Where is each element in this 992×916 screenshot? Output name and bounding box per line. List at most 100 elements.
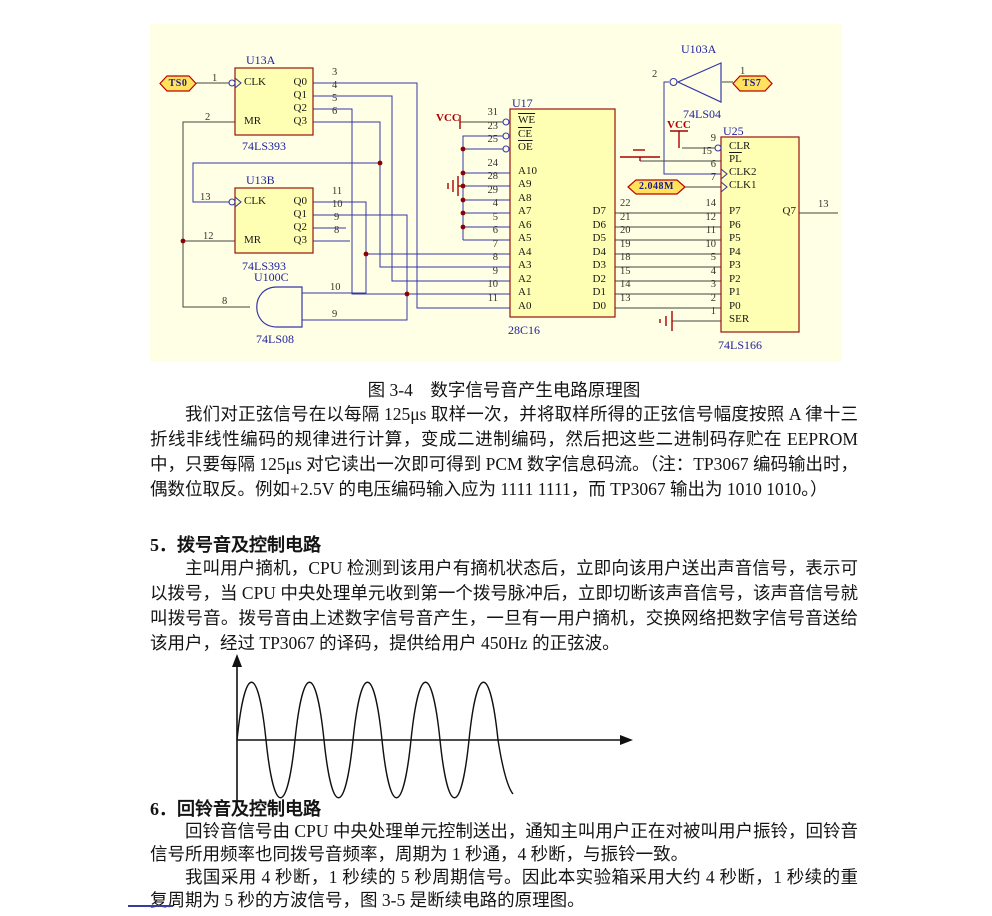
pin-number: 10 <box>332 199 343 210</box>
pin-number: 28 <box>487 171 499 182</box>
vcc-label-u17: VCC <box>436 112 460 124</box>
pin-label: A4 <box>518 246 532 258</box>
pin-label: CLK <box>244 76 266 88</box>
pin-number: 2 <box>205 112 211 123</box>
pin-label: D6 <box>592 219 606 231</box>
port-symbols <box>159 75 773 195</box>
u17-body <box>509 108 616 318</box>
pin-number: 1 <box>740 66 746 77</box>
junction-dots <box>180 146 466 297</box>
next-figure-edge-line <box>128 905 173 907</box>
ground-symbol-ser <box>659 311 673 331</box>
osc-port-shape <box>627 179 686 195</box>
pin-number: 11 <box>705 225 716 236</box>
clock-chevrons <box>234 77 728 208</box>
pin-number: 9 <box>332 309 338 320</box>
pin-label: Q1 <box>293 89 307 101</box>
pin-label: D3 <box>592 259 606 271</box>
pin-number: 23 <box>487 121 499 132</box>
ground-symbol-u17 <box>447 176 463 196</box>
pin-label: D1 <box>592 286 606 298</box>
pin-number: 20 <box>620 225 631 236</box>
pin-number: 14 <box>620 279 631 290</box>
pin-number: 2 <box>710 293 716 304</box>
pin-number: 8 <box>492 252 498 263</box>
pin-number: 21 <box>620 212 631 223</box>
signal-wires <box>192 81 721 321</box>
pin-number: 15 <box>701 146 713 157</box>
schematic-drawing <box>159 62 838 333</box>
pin-number: 31 <box>487 107 499 118</box>
u103a-part: 74LS04 <box>683 107 722 121</box>
pin-number: 12 <box>203 231 214 242</box>
paragraph-period: 我国采用 4 秒断，1 秒续的 5 秒周期信号。因此本实验箱采用大约 4 秒断，… <box>150 867 858 910</box>
pin-number: 8 <box>222 296 228 307</box>
pin-number: 10 <box>330 282 341 293</box>
pin-number: 11 <box>487 293 498 304</box>
heading-ringback-tone: 6．回铃音及控制电路 <box>150 799 321 819</box>
u13b-body <box>234 187 314 254</box>
pin-label: Q3 <box>293 115 307 127</box>
pin-number: 7 <box>710 172 716 183</box>
pin-number: 19 <box>620 239 631 250</box>
pin-number: 25 <box>487 134 499 145</box>
pin-label: CLR <box>729 140 751 152</box>
pin-number: 7 <box>492 239 498 250</box>
pin-label: P6 <box>729 219 741 231</box>
pin-number: 13 <box>200 192 211 203</box>
pin-number: 14 <box>705 198 717 209</box>
pin-label: PL <box>729 153 742 165</box>
ts7-port-shape <box>732 75 773 92</box>
and-gate-u100c <box>256 286 303 328</box>
pin-label: A3 <box>518 259 532 271</box>
vcc-label-u25: VCC <box>667 119 691 131</box>
pin-number: 9 <box>710 133 716 144</box>
pin-label: A2 <box>518 273 532 285</box>
chip-bodies <box>234 67 800 333</box>
pin-label: Q2 <box>293 221 307 233</box>
heading-dial-tone: 5．拨号音及控制电路 <box>150 535 321 555</box>
pin-number: 6 <box>710 159 716 170</box>
paragraph-dial-tone: 主叫用户摘机，CPU 检测到该用户有摘机状态后，立即向该用户送出声音信号，表示可… <box>150 558 858 653</box>
pin-number: 9 <box>334 212 340 223</box>
u17-ref: U17 <box>512 96 533 110</box>
pin-number: 13 <box>620 293 631 304</box>
pin-label: Q2 <box>293 102 307 114</box>
pin-label: A1 <box>518 286 532 298</box>
pin-label: OE <box>518 141 533 153</box>
pin-number: 29 <box>487 185 499 196</box>
pin-label: A7 <box>518 205 532 217</box>
pin-label: A9 <box>518 178 532 190</box>
pin-number: 5 <box>710 252 716 263</box>
u25-ref: U25 <box>723 124 744 138</box>
pin-label: D2 <box>592 273 606 285</box>
pin-number: 1 <box>212 73 218 84</box>
pin-number: 4 <box>710 266 716 277</box>
pin-label: WE <box>518 114 536 126</box>
u13b-part: 74LS393 <box>242 259 287 273</box>
paragraph-sampling: 我们对正弦信号在以每隔 125μs 取样一次，并将取样所得的正弦信号幅度按照 A… <box>150 404 858 499</box>
pin-number: 12 <box>705 212 717 223</box>
u103a-ref: U103A <box>681 42 717 56</box>
pin-number: 15 <box>620 266 631 277</box>
pin-number: 5 <box>332 93 338 104</box>
pin-label: Q0 <box>293 195 307 207</box>
y-axis-arrow <box>232 654 242 667</box>
ground-symbol-pl <box>620 149 660 161</box>
pin-number: 3 <box>332 67 338 78</box>
u13a-part: 74LS393 <box>242 139 287 153</box>
u25-part: 74LS166 <box>718 338 763 352</box>
sine-wave-path <box>236 681 514 799</box>
pin-label: SER <box>729 313 750 325</box>
pin-number: 11 <box>332 186 343 197</box>
pin-wires <box>182 81 838 322</box>
pin-label: A8 <box>518 192 532 204</box>
pin-label: CE <box>518 128 533 140</box>
paragraph-ringback: 回铃音信号由 CPU 中央处理单元控制送出，通知主叫用户正在对被叫用户振铃，回铃… <box>150 821 858 864</box>
pin-label: D0 <box>592 300 606 312</box>
ts0-port-shape <box>159 75 197 92</box>
pin-label: P5 <box>729 232 741 244</box>
pin-label: Q7 <box>782 205 796 217</box>
x-axis-arrow <box>620 735 633 745</box>
